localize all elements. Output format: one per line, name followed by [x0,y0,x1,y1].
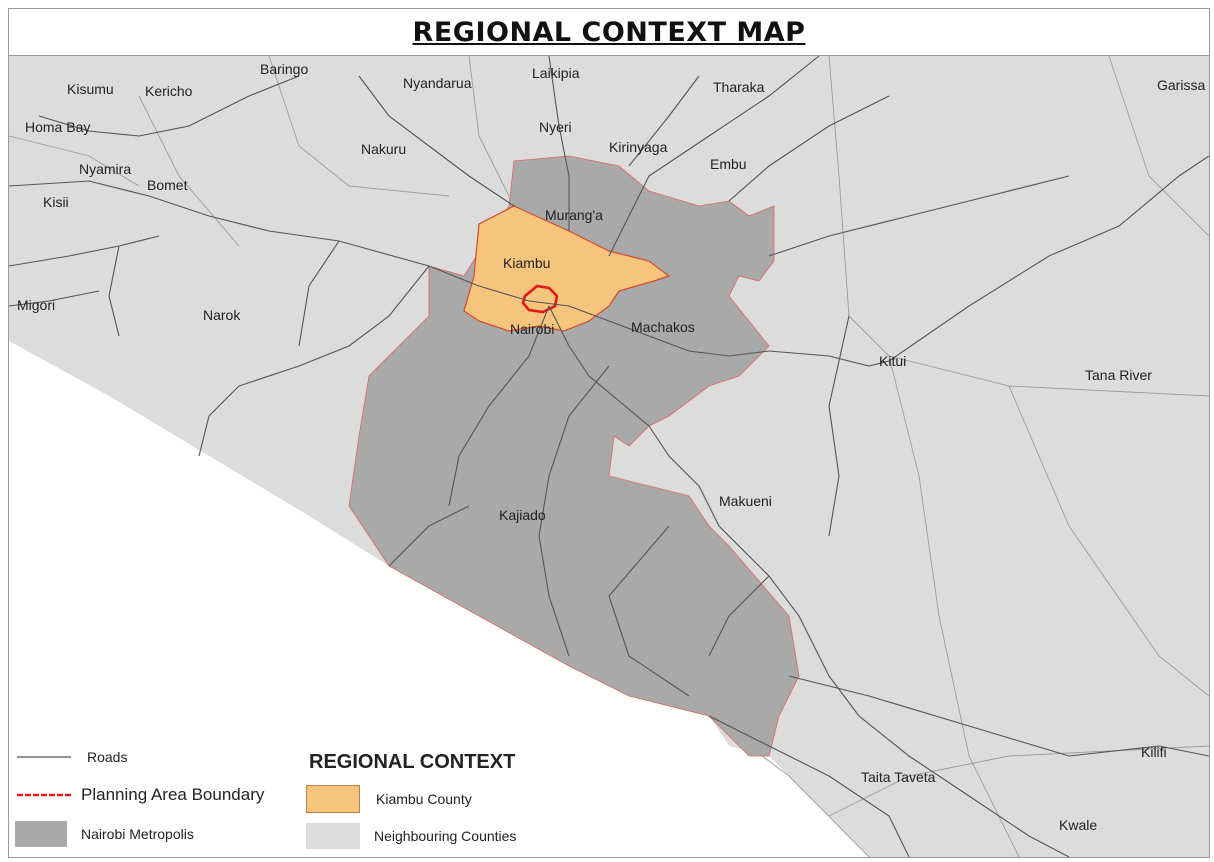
legend-heading: REGIONAL CONTEXT [309,751,516,773]
legend-row-neighbouring: Neighbouring Counties [306,823,516,849]
label-bomet: Bomet [147,177,188,193]
label-nyeri: Nyeri [539,119,572,135]
label-kericho: Kericho [145,83,193,99]
label-nyamira: Nyamira [79,161,131,177]
label-makueni: Makueni [719,493,772,509]
map-frame: REGIONAL CONTEXT MAP [8,8,1210,858]
label-nairobi: Nairobi [510,321,554,337]
legend-label-metropolis: Nairobi Metropolis [81,826,194,842]
label-garissa: Garissa [1157,77,1205,93]
county-boundaries [9,56,1209,857]
kiambu-county-area [463,205,671,332]
legend-row-roads: Roads [15,749,127,765]
outside-area [9,341,729,857]
label-kitui: Kitui [879,353,906,369]
neighbouring-swatch [306,823,360,849]
label-kisii: Kisii [43,194,69,210]
legend-label-boundary: Planning Area Boundary [81,785,265,804]
label-kajiado: Kajiado [499,507,546,523]
label-kwale: Kwale [1059,817,1097,833]
boundary-line-swatch [17,793,71,797]
label-muranga: Murang'a [545,207,603,223]
label-homa-bay: Homa Bay [25,119,90,135]
legend-label-roads: Roads [87,749,128,765]
label-baringo: Baringo [260,61,308,77]
map-canvas: Kisumu Kericho Baringo Nyandarua Laikipi… [9,56,1209,857]
label-kirinyaga: Kirinyaga [609,139,668,155]
road-line-swatch [17,756,71,758]
map-title: REGIONAL CONTEXT MAP [412,16,806,48]
legend-label-kiambu: Kiambu County [376,791,472,807]
nairobi-metropolis-area [348,155,800,757]
legend-label-neighbouring: Neighbouring Counties [374,828,517,844]
label-nakuru: Nakuru [361,141,406,157]
title-bar: REGIONAL CONTEXT MAP [9,9,1209,56]
planning-area-boundary [521,284,559,314]
label-embu: Embu [710,156,747,172]
label-kiambu: Kiambu [503,255,550,271]
legend-row-boundary: Planning Area Boundary [15,785,264,805]
label-taita-taveta: Taita Taveta [861,769,936,785]
label-narok: Narok [203,307,241,323]
legend-row-kiambu: Kiambu County [306,785,472,813]
roads-network [9,56,1209,857]
kiambu-swatch [306,785,360,813]
map-legend: Roads Planning Area Boundary Nairobi Met… [9,739,569,857]
legend-row-metropolis: Nairobi Metropolis [15,821,194,847]
place-labels: Kisumu Kericho Baringo Nyandarua Laikipi… [17,61,1205,833]
metropolis-swatch [15,821,67,847]
label-machakos: Machakos [631,319,695,335]
label-tana-river: Tana River [1085,367,1152,383]
label-nyandarua: Nyandarua [403,75,472,91]
label-kisumu: Kisumu [67,81,114,97]
label-kilifi: Kilifi [1141,744,1167,760]
label-tharaka: Tharaka [713,79,765,95]
label-migori: Migori [17,297,55,313]
label-laikipia: Laikipia [532,65,580,81]
